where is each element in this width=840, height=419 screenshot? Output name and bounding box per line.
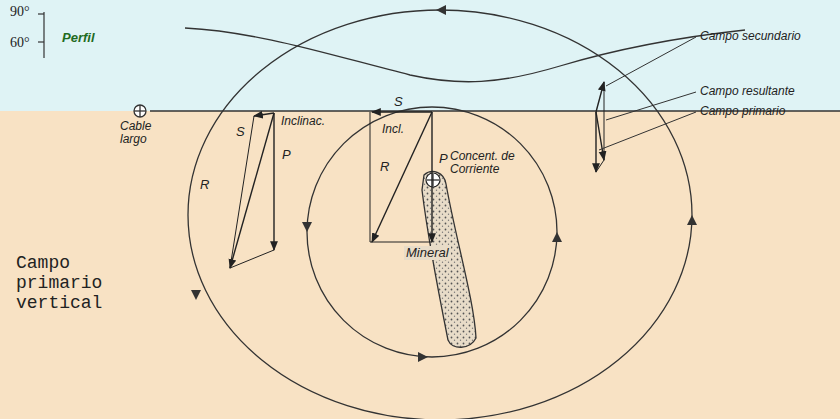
field-label: Campo primario <box>698 105 787 118</box>
current-symbol <box>426 173 440 187</box>
field-label: Campo secundario <box>698 30 803 43</box>
sky-band <box>0 0 840 111</box>
leader-lines <box>599 37 696 150</box>
angle-value: 60° <box>8 35 32 50</box>
outer-field-line <box>188 10 692 419</box>
angle-scale <box>38 12 44 58</box>
angle-value: 90° <box>8 4 32 19</box>
vector-label: Inclinac. <box>279 115 327 128</box>
vector-label: R <box>378 160 391 174</box>
caption-text: Campo primario vertical <box>14 254 138 313</box>
cable-symbol <box>134 105 146 117</box>
vector-label: S <box>234 125 247 139</box>
center-vectors <box>370 112 432 242</box>
cable-label: Cable largo <box>118 120 164 146</box>
vector-label: R <box>198 178 211 192</box>
current-label: Concent. de Corriente <box>448 150 530 176</box>
profile-curve <box>185 28 745 82</box>
vector-label: P <box>437 152 450 166</box>
right-vectors <box>596 82 604 172</box>
vector-label: Incl. <box>380 123 406 136</box>
field-label: Campo resultante <box>698 85 797 98</box>
vector-label: P <box>280 148 293 162</box>
left-vectors <box>230 113 274 268</box>
mineral-label: Mineral <box>404 246 451 260</box>
ground <box>0 111 840 419</box>
profile-label: Perfil <box>60 31 97 45</box>
vector-label: S <box>392 95 405 109</box>
inner-field-line <box>307 107 557 357</box>
field-direction-arrows <box>191 5 697 362</box>
